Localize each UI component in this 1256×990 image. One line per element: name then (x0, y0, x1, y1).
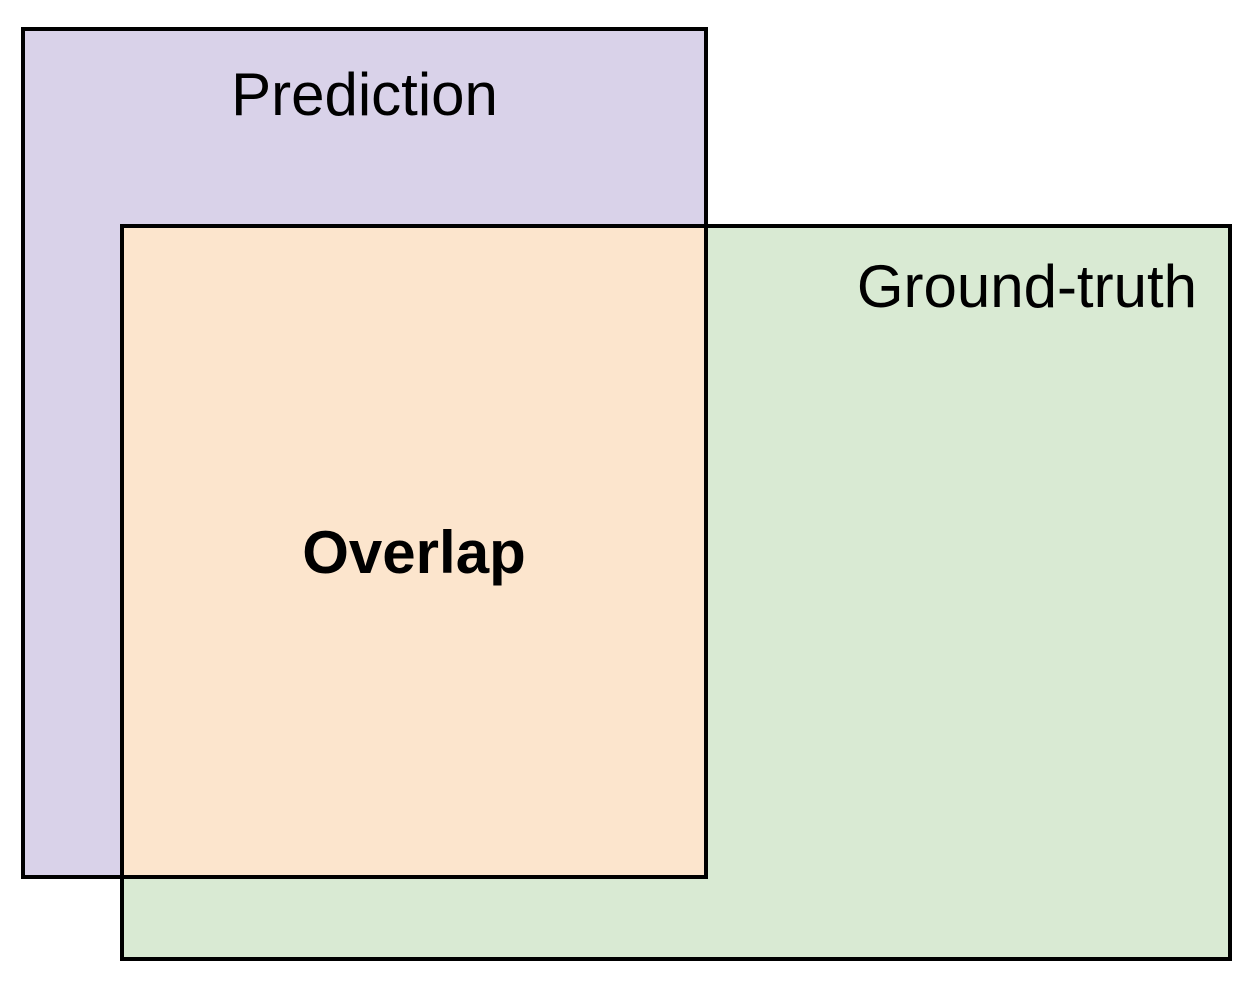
prediction-label: Prediction (231, 61, 498, 128)
overlap-label: Overlap (302, 519, 526, 586)
ground-truth-label: Ground-truth (856, 253, 1197, 320)
overlap-box (120, 224, 708, 879)
